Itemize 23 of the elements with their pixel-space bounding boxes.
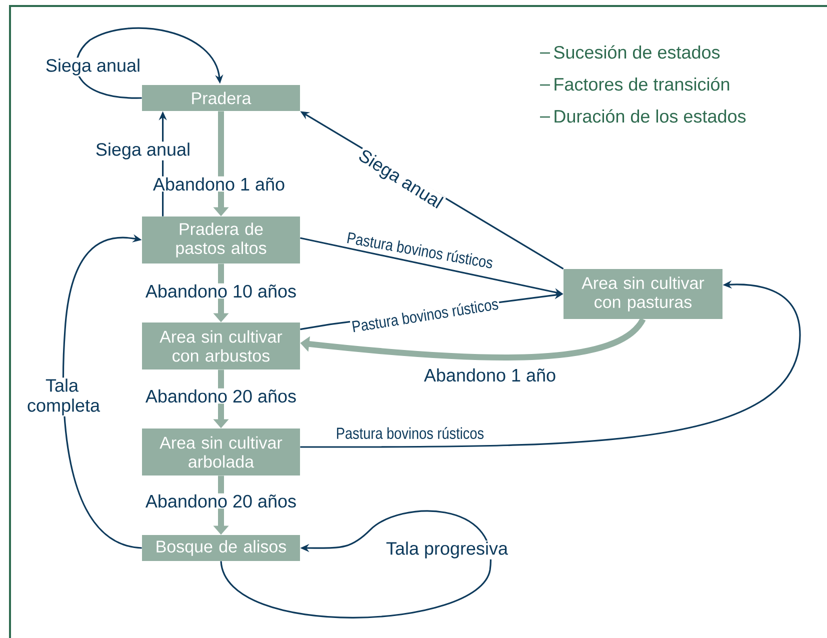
edge-label: Pastura bovinos rústicos bbox=[350, 296, 500, 334]
state-box: Area sin cultivar con arbustos bbox=[142, 322, 300, 370]
bullet-item: Duración de los estados bbox=[554, 109, 746, 123]
state-box: Area sin cultivar con pasturas bbox=[564, 269, 722, 319]
loop-arrow bbox=[220, 510, 492, 618]
arrow bbox=[62, 234, 142, 549]
edge-label: Pastura bovinos rústicos bbox=[334, 426, 486, 440]
edge-label: Abandono 1 año bbox=[422, 367, 558, 383]
state-box: Pradera de pastos altos bbox=[142, 216, 300, 264]
edge-label: Tala completa bbox=[26, 378, 100, 416]
edge-label: Abandono 1 año bbox=[152, 176, 286, 192]
edge-label: Abandono 20 años bbox=[144, 493, 298, 509]
bullet-item: Factores de transición bbox=[554, 77, 730, 91]
loop-arrow bbox=[76, 27, 224, 99]
edge-label: Tala progresiva bbox=[384, 540, 510, 560]
edge-label: Siega anual bbox=[44, 58, 142, 76]
edge-label: Siega anual bbox=[94, 142, 192, 160]
edge-label: Abandono 10 años bbox=[144, 283, 298, 299]
edge-label: Abandono 20 años bbox=[144, 388, 298, 404]
edge-label: Pastura bovinos rústicos bbox=[344, 230, 496, 270]
bullet-item: Sucesión de estados bbox=[554, 45, 720, 59]
state-box: Pradera bbox=[142, 85, 300, 111]
state-box: Area sin cultivar arbolada bbox=[142, 428, 300, 476]
